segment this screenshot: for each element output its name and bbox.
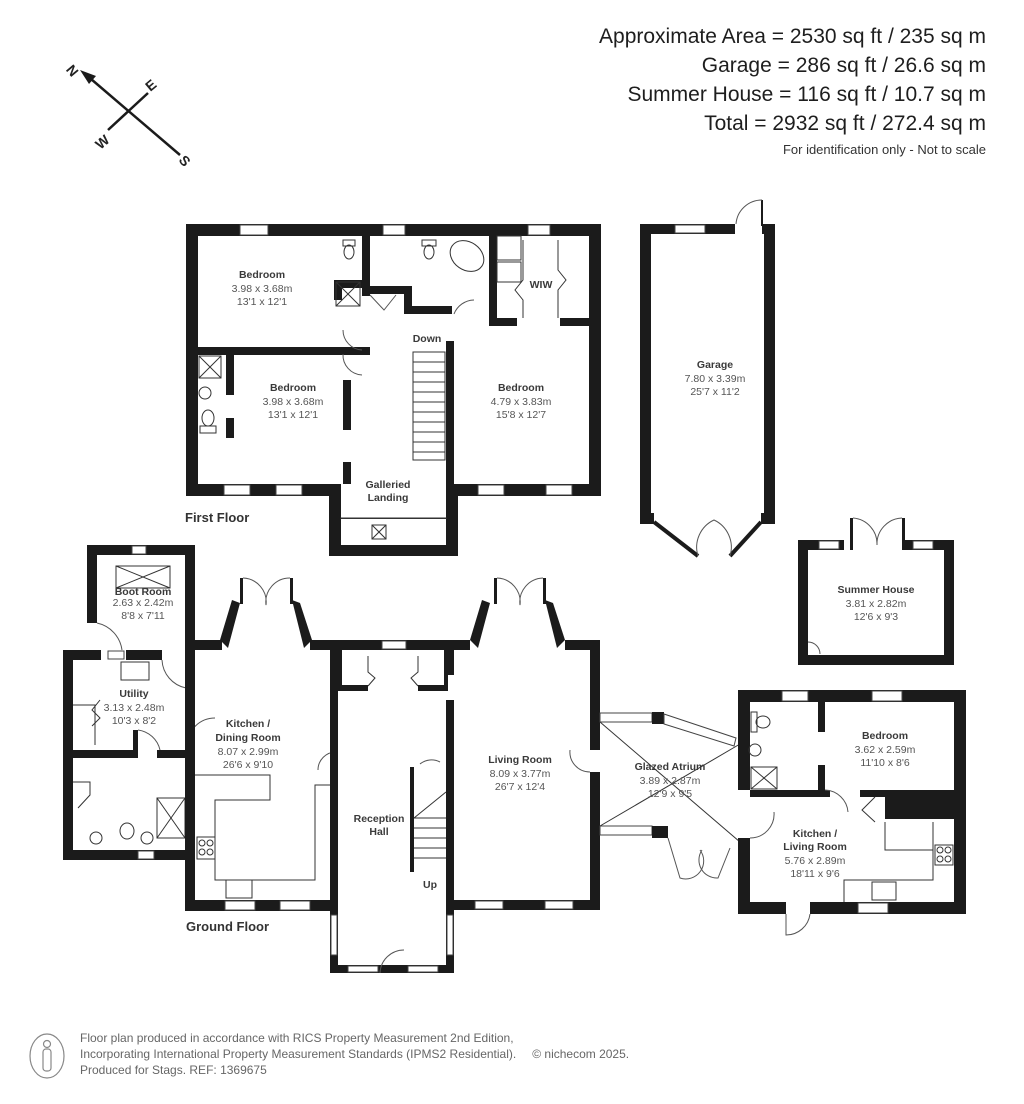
svg-text:3.98 x 3.68m: 3.98 x 3.68m <box>232 283 293 295</box>
hob-icon <box>196 836 216 860</box>
svg-text:3.62 x 2.59m: 3.62 x 2.59m <box>855 744 916 756</box>
room-name: Garage <box>697 359 733 371</box>
compass-icon: N E W S <box>63 62 194 170</box>
svg-text:4.79 x 3.83m: 4.79 x 3.83m <box>491 396 552 408</box>
staircase-up <box>410 759 447 872</box>
total-area: Total = 2932 sq ft / 272.4 sq m <box>704 112 986 135</box>
room-name: Summer House <box>837 584 914 596</box>
room-name: Glazed Atrium <box>635 761 706 773</box>
svg-text:Down: Down <box>413 333 442 345</box>
first-floor-label: First Floor <box>185 510 249 525</box>
area-summary: Approximate Area = 2530 sq ft / 235 sq m… <box>599 22 986 157</box>
svg-text:8'8 x 7'11: 8'8 x 7'11 <box>121 610 165 622</box>
ground-floor-label: Ground Floor <box>186 919 269 934</box>
toilet-icon <box>342 239 356 260</box>
skylight-icon <box>115 565 171 589</box>
shower-icon <box>335 281 361 307</box>
room-name: Boot Room <box>115 586 172 598</box>
svg-text:7.80 x 3.39m: 7.80 x 3.39m <box>685 373 746 385</box>
room-name: Living Room <box>488 754 552 766</box>
svg-text:Kitchen /: Kitchen / <box>793 828 837 840</box>
toilet-icon <box>750 711 771 733</box>
svg-text:WIW: WIW <box>530 279 553 291</box>
svg-text:18'11 x 9'6: 18'11 x 9'6 <box>790 868 840 880</box>
footer-line-1: Floor plan produced in accordance with R… <box>80 1031 514 1045</box>
svg-text:3.13 x 2.48m: 3.13 x 2.48m <box>104 702 165 714</box>
room-name: Bedroom <box>862 730 908 742</box>
svg-text:3.98 x 3.68m: 3.98 x 3.68m <box>263 396 324 408</box>
svg-text:12'6 x 9'3: 12'6 x 9'3 <box>854 611 898 623</box>
shower-icon <box>750 766 778 790</box>
svg-text:3.81 x 2.82m: 3.81 x 2.82m <box>846 598 907 610</box>
svg-text:Galleried: Galleried <box>366 479 411 491</box>
svg-text:15'8 x 12'7: 15'8 x 12'7 <box>496 409 546 421</box>
basin-icon <box>140 831 154 845</box>
basin-icon <box>89 831 103 845</box>
room-name: Bedroom <box>270 382 316 394</box>
svg-text:10'3 x 8'2: 10'3 x 8'2 <box>112 715 156 727</box>
compass-e: E <box>142 76 159 94</box>
toilet-icon <box>199 409 217 434</box>
room-name: Bedroom <box>239 269 285 281</box>
svg-text:2.63 x 2.42m: 2.63 x 2.42m <box>113 597 174 609</box>
svg-text:Reception: Reception <box>354 813 405 825</box>
compass-n: N <box>63 62 82 80</box>
summer-house-area: Summer House = 116 sq ft / 10.7 sq m <box>627 83 986 106</box>
svg-text:Dining Room: Dining Room <box>215 732 280 744</box>
svg-text:8.07 x 2.99m: 8.07 x 2.99m <box>218 746 279 758</box>
bath-icon <box>449 240 485 272</box>
first-floor-plan: Bedroom 3.98 x 3.68m 13'1 x 12'1 Bedroom… <box>185 224 601 556</box>
approximate-area: Approximate Area = 2530 sq ft / 235 sq m <box>599 25 986 48</box>
footer-notes: Floor plan produced in accordance with R… <box>80 1030 629 1078</box>
shower-icon <box>198 355 222 379</box>
svg-text:26'7 x 12'4: 26'7 x 12'4 <box>495 781 545 793</box>
garage-plan: Garage 7.80 x 3.39m 25'7 x 11'2 <box>640 199 775 558</box>
copyright: © nichecom 2025. <box>532 1047 630 1061</box>
footer-line-3: Produced for Stags. REF: 1369675 <box>80 1063 267 1077</box>
sink-icon <box>871 881 897 901</box>
svg-text:Kitchen /: Kitchen / <box>226 718 270 730</box>
room-name: Bedroom <box>498 382 544 394</box>
ground-floor-plan: Reception Hall Up Living Room 8.09 x 3.7… <box>63 545 966 974</box>
summer-house-plan: Summer House 3.81 x 2.82m 12'6 x 9'3 <box>798 517 954 665</box>
toilet-icon <box>421 239 437 260</box>
svg-text:12'9 x 9'5: 12'9 x 9'5 <box>648 788 692 800</box>
shower-icon <box>156 797 186 839</box>
staircase-down <box>412 351 446 461</box>
svg-text:3.89 x 2.87m: 3.89 x 2.87m <box>640 775 701 787</box>
svg-text:13'1 x 12'1: 13'1 x 12'1 <box>237 296 287 308</box>
svg-text:Landing: Landing <box>368 492 409 504</box>
svg-text:25'7 x 11'2: 25'7 x 11'2 <box>690 386 740 398</box>
toilet-icon <box>119 822 135 840</box>
skylight-icon <box>371 524 387 540</box>
compass-w: W <box>92 131 113 152</box>
svg-text:Hall: Hall <box>369 826 388 838</box>
svg-text:Up: Up <box>423 879 437 891</box>
basin-icon <box>198 386 212 400</box>
person-measure-icon <box>29 1033 65 1079</box>
svg-text:11'10 x 8'6: 11'10 x 8'6 <box>860 757 910 769</box>
basin-icon <box>748 743 762 757</box>
svg-text:Living Room: Living Room <box>783 841 847 853</box>
svg-text:13'1 x 12'1: 13'1 x 12'1 <box>268 409 318 421</box>
garage-area: Garage = 286 sq ft / 26.6 sq m <box>701 54 986 77</box>
svg-text:5.76 x 2.89m: 5.76 x 2.89m <box>785 855 846 867</box>
svg-text:26'6 x 9'10: 26'6 x 9'10 <box>223 759 273 771</box>
hob-icon <box>934 844 954 866</box>
scale-disclaimer: For identification only - Not to scale <box>782 142 986 157</box>
svg-text:8.09 x 3.77m: 8.09 x 3.77m <box>490 768 551 780</box>
sink-icon <box>225 879 253 899</box>
room-name: Utility <box>119 688 148 700</box>
footer-line-2: Incorporating International Property Mea… <box>80 1047 630 1061</box>
